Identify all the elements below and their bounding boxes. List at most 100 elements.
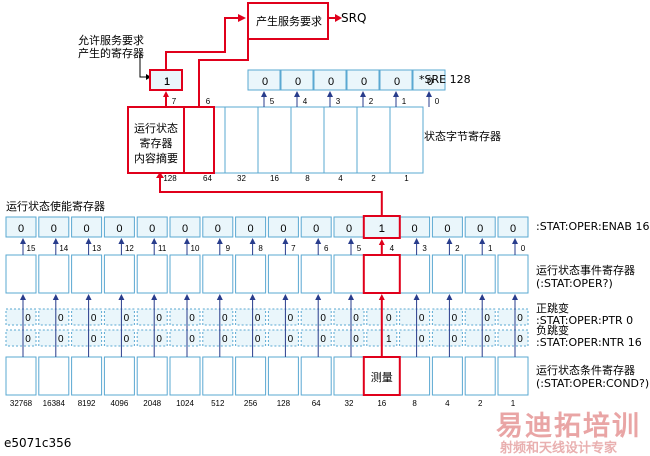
event-cell xyxy=(71,254,103,294)
ptr-cell-value: 0 xyxy=(189,313,195,324)
ptr-cell xyxy=(38,308,70,326)
condition-cell xyxy=(464,356,496,396)
status-byte-cell xyxy=(224,106,259,174)
condition-weight: 32 xyxy=(345,399,354,408)
ptr-cell xyxy=(71,308,103,326)
ntr-cell-value: 0 xyxy=(156,334,162,345)
ntr-cell-value: 0 xyxy=(189,334,195,345)
enable-cell-value: 0 xyxy=(149,223,155,235)
ntr-cell xyxy=(300,329,332,347)
srq-generator-box xyxy=(247,2,329,40)
ptr-cell xyxy=(497,308,529,326)
condition-weight: 64 xyxy=(312,399,321,408)
ntr-cell-value: 0 xyxy=(484,334,490,345)
enable-cell-value: 0 xyxy=(51,223,57,235)
condition-cell xyxy=(38,356,70,396)
event-bit4-box xyxy=(362,254,401,294)
sre-cell-value: 0 xyxy=(361,76,367,88)
condition-to-event-arrow-head xyxy=(151,294,158,300)
sre-bit-label: 1 xyxy=(402,97,407,106)
enable-cell xyxy=(431,216,463,238)
enable-cell xyxy=(71,216,103,238)
oper-event-label: 运行状态事件寄存器 (:STAT:OPER?) xyxy=(536,264,635,290)
ntr-cell-value: 0 xyxy=(91,334,97,345)
ntr-cell xyxy=(103,329,135,347)
enable-cell-value: 0 xyxy=(215,223,221,235)
summary-to-sre-arrow-head xyxy=(163,91,169,97)
oper-summary-box xyxy=(127,106,185,174)
sre-to-srq-path xyxy=(165,17,238,70)
sre-cell-value: 0 xyxy=(394,76,400,88)
oper-enable-title: 运行状态使能寄存器 xyxy=(6,200,105,213)
ntr-label: :STAT:OPER:NTR 16 xyxy=(536,336,642,349)
event-cell xyxy=(497,254,529,294)
status-byte-cell xyxy=(323,106,358,174)
condition-weight: 1 xyxy=(511,399,516,408)
measure-label: 测量 xyxy=(371,371,393,384)
event-to-enable-arrow-head xyxy=(315,238,322,244)
event-to-enable-arrow-head xyxy=(249,238,256,244)
condition-cell xyxy=(235,356,267,396)
event-to-enable-arrow-head xyxy=(413,238,420,244)
enable-cell xyxy=(103,216,135,238)
enable-cell xyxy=(5,216,37,238)
enable-bit4-value: 1 xyxy=(379,223,385,235)
ptr-cell xyxy=(333,308,365,326)
status-byte-weight: 2 xyxy=(371,174,376,183)
status-byte-weight: 32 xyxy=(237,174,246,183)
enable-cell xyxy=(136,216,168,238)
ntr-cell-value: 0 xyxy=(255,334,261,345)
ntr-cell xyxy=(464,329,496,347)
ntr-cell xyxy=(202,329,234,347)
enable-cell-value: 0 xyxy=(412,223,418,235)
condition-to-event-arrow-head xyxy=(184,294,190,300)
ptr-cell-value: 0 xyxy=(58,313,64,324)
measure-condition-box xyxy=(362,356,401,396)
enable-bit-label: 3 xyxy=(422,244,427,253)
ptr-cell-value: 0 xyxy=(91,313,97,324)
condition-to-event-arrow-head xyxy=(413,294,420,300)
ptr-cell xyxy=(235,308,267,326)
event-cell xyxy=(300,254,332,294)
status-byte-weight: 1 xyxy=(404,174,409,183)
summary-path-head xyxy=(156,172,164,178)
event-cell xyxy=(333,254,365,294)
event-to-enable-arrow-head xyxy=(118,238,125,244)
ptr-cell-value: 0 xyxy=(452,313,458,324)
condition-cell xyxy=(202,356,234,396)
status-byte-weight: 8 xyxy=(305,174,310,183)
ptr-cell xyxy=(136,308,168,326)
ptr-label: :STAT:OPER:PTR 0 xyxy=(536,314,634,327)
status-byte-label: 状态字节寄存器 xyxy=(424,130,501,143)
sre-input-arrow-head xyxy=(294,91,300,97)
status-byte-cell xyxy=(290,106,325,174)
status-byte-weight: 16 xyxy=(270,174,279,183)
sre-input-arrow-head xyxy=(360,91,366,97)
oper-summary-label: 内容摘要 xyxy=(134,151,178,165)
condition-to-event-arrow-head xyxy=(20,294,26,300)
condition-weight: 16 xyxy=(377,399,386,408)
sre-bit-label: 2 xyxy=(369,97,374,106)
condition-to-event-arrow-head xyxy=(52,294,59,300)
ntr-cell xyxy=(333,329,365,347)
sre-bit-label: 5 xyxy=(270,97,275,106)
event-cell xyxy=(202,254,234,294)
ntr-cell xyxy=(431,329,463,347)
sre-input-arrow-head xyxy=(426,91,432,97)
enable-cell-value: 0 xyxy=(280,223,286,235)
sre-input-arrow-head xyxy=(327,91,333,97)
condition-weight: 8 xyxy=(412,399,417,408)
status-byte-weight: 128 xyxy=(163,174,177,183)
event-cell xyxy=(136,254,168,294)
enable-bit-label: 12 xyxy=(125,244,134,253)
event-cell xyxy=(399,254,431,294)
condition-cell xyxy=(103,356,135,396)
enable-bit-label: 2 xyxy=(455,244,460,253)
sre-cell-value: 0 xyxy=(262,76,268,88)
condition-to-event-arrow-head xyxy=(446,294,453,300)
event-to-enable-arrow-head xyxy=(184,238,190,244)
srq-output-head xyxy=(335,14,342,22)
srq-output-label: SRQ xyxy=(341,11,367,25)
condition-to-event-arrow-head xyxy=(216,294,223,300)
enable-cell xyxy=(464,216,496,238)
